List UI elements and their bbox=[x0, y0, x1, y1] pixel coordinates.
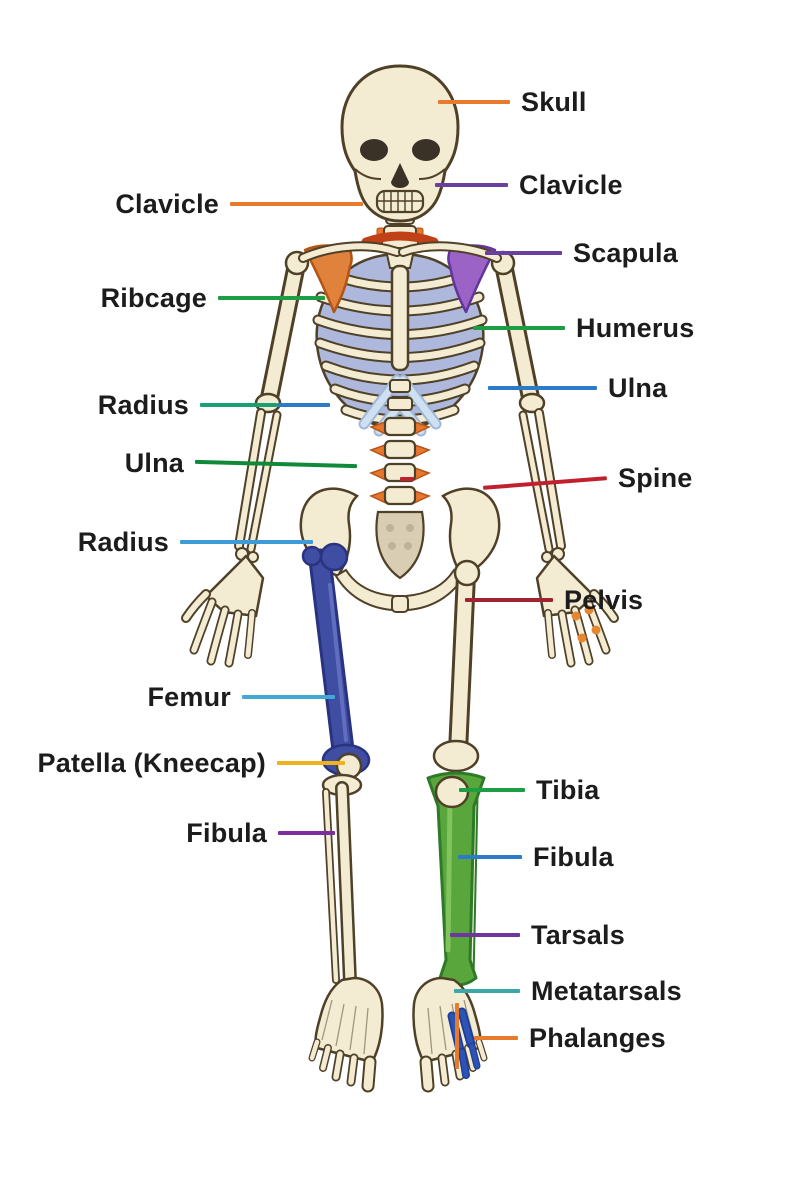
right-leg bbox=[412, 559, 488, 1093]
label-tarsals: Tarsals bbox=[450, 917, 625, 953]
label-clavicle-right-text: Clavicle bbox=[519, 169, 623, 200]
nasal-cavity bbox=[391, 163, 409, 188]
label-ulna-right-text: Ulna bbox=[608, 372, 668, 403]
label-radius-upper: Radius bbox=[98, 387, 330, 423]
label-radius-lower: Radius bbox=[78, 524, 313, 560]
label-fibula-left: Fibula bbox=[186, 815, 335, 851]
label-ulna-right: Ulna bbox=[488, 370, 667, 406]
label-fibula-right: Fibula bbox=[458, 839, 614, 875]
leader-line-ulna-right bbox=[488, 386, 597, 390]
label-ulna-left: Ulna bbox=[124, 445, 358, 481]
leader-line-radius-upper-green bbox=[200, 403, 277, 407]
label-tibia-text: Tibia bbox=[536, 774, 600, 805]
foot-phalanges-highlight bbox=[447, 1007, 481, 1079]
leader-line-radius-lower bbox=[180, 540, 313, 544]
leader-line-fibula-left bbox=[278, 831, 335, 835]
leader-line-femur bbox=[242, 695, 335, 699]
label-pelvis: Pelvis bbox=[465, 582, 643, 618]
femur-highlight-streak bbox=[328, 583, 348, 742]
label-ribcage: Ribcage bbox=[101, 280, 325, 316]
label-pelvis-text: Pelvis bbox=[564, 584, 644, 615]
label-spine-text: Spine bbox=[618, 462, 693, 493]
label-clavicle-left-text: Clavicle bbox=[115, 188, 219, 219]
leader-line-skull bbox=[438, 100, 510, 104]
label-skull: Skull bbox=[438, 84, 587, 120]
leader-line-clavicle-left bbox=[230, 202, 363, 206]
label-scapula: Scapula bbox=[485, 235, 678, 271]
label-fibula-right-text: Fibula bbox=[533, 841, 614, 872]
leader-line-humerus bbox=[473, 326, 565, 330]
label-humerus: Humerus bbox=[473, 310, 694, 346]
highlighted-hand-joints bbox=[571, 605, 601, 643]
label-ribcage-text: Ribcage bbox=[100, 282, 207, 313]
label-clavicle-left: Clavicle bbox=[115, 186, 363, 222]
leader-line-patella bbox=[277, 761, 345, 765]
label-patella: Patella (Kneecap) bbox=[38, 745, 345, 781]
label-spine: Spine bbox=[483, 460, 693, 496]
sternum bbox=[390, 264, 410, 372]
label-skull-text: Skull bbox=[521, 86, 587, 117]
label-femur: Femur bbox=[147, 679, 335, 715]
label-fibula-left-text: Fibula bbox=[186, 817, 267, 848]
first-rib-highlight bbox=[361, 231, 439, 247]
leader-line-radius-upper-blue bbox=[277, 403, 330, 407]
phalanges-bracket-line bbox=[455, 1003, 459, 1069]
leader-line-clavicle-right bbox=[435, 183, 508, 187]
label-phalanges: Phalanges bbox=[474, 1020, 666, 1056]
leader-line-tarsals bbox=[450, 933, 520, 937]
lumbar-spine bbox=[369, 416, 431, 506]
label-scapula-text: Scapula bbox=[573, 237, 678, 268]
patella-right bbox=[434, 775, 470, 809]
leader-line-scapula bbox=[485, 251, 562, 255]
label-metatarsals: Metatarsals bbox=[454, 973, 682, 1009]
label-tibia: Tibia bbox=[459, 772, 600, 808]
label-ulna-left-text: Ulna bbox=[124, 447, 184, 478]
left-leg bbox=[301, 542, 384, 1093]
label-metatarsals-text: Metatarsals bbox=[531, 975, 682, 1006]
eye-socket-right bbox=[412, 139, 440, 161]
label-patella-text: Patella (Kneecap) bbox=[37, 747, 266, 778]
leader-line-ulna-left bbox=[194, 459, 358, 469]
label-phalanges-text: Phalanges bbox=[529, 1022, 666, 1053]
leader-line-phalanges bbox=[474, 1036, 518, 1040]
skull-graphic bbox=[340, 64, 460, 223]
leader-line-spine bbox=[483, 476, 607, 490]
label-humerus-text: Humerus bbox=[576, 312, 695, 343]
leader-line-tibia bbox=[459, 788, 525, 792]
label-radius-lower-text: Radius bbox=[77, 526, 169, 557]
eye-socket-left bbox=[360, 139, 388, 161]
label-femur-text: Femur bbox=[147, 681, 231, 712]
label-tarsals-text: Tarsals bbox=[531, 919, 625, 950]
leader-line-ribcage bbox=[218, 296, 325, 300]
leader-line-fibula-right bbox=[458, 855, 522, 859]
label-radius-upper-text: Radius bbox=[97, 389, 189, 420]
spine-line-stub bbox=[400, 477, 414, 481]
leader-line-metatarsals bbox=[454, 989, 520, 993]
label-clavicle-right: Clavicle bbox=[435, 167, 623, 203]
leader-line-pelvis bbox=[465, 598, 553, 602]
